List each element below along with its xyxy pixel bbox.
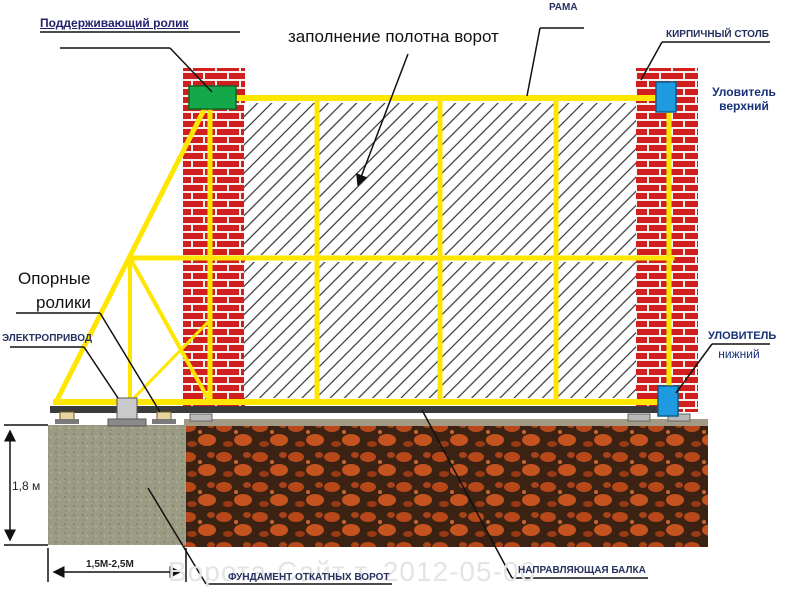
height-dimension-label: 1,8 м bbox=[12, 479, 41, 493]
pillar-rollers bbox=[189, 413, 691, 422]
support-rollers-label: Опорные ролики bbox=[18, 270, 91, 311]
left-roller bbox=[55, 411, 79, 424]
electric-drive-label: ЭЛЕКТРОПРИВОД bbox=[2, 333, 92, 344]
infill-panel bbox=[441, 103, 555, 255]
infill-panel bbox=[558, 262, 636, 398]
leader-lines bbox=[10, 27, 770, 585]
infill-panel bbox=[319, 262, 438, 398]
foundation-block bbox=[48, 425, 186, 545]
upper-catcher-label-line2: верхний bbox=[719, 99, 769, 113]
foundation-label: ФУНДАМЕНТ ОТКАТНЫХ ВОРОТ bbox=[228, 572, 390, 583]
width-dimension-label: 1,5М-2,5М bbox=[86, 559, 134, 570]
lower-catcher-label-line2: нижний bbox=[718, 347, 760, 361]
infill-panel bbox=[319, 103, 438, 255]
brick-pillar-label: КИРПИЧНЫЙ СТОЛБ bbox=[666, 29, 769, 40]
lower-catcher-icon bbox=[657, 385, 679, 417]
infill-panel bbox=[441, 262, 555, 398]
support-rollers-label-line2: ролики bbox=[36, 293, 91, 312]
infill-panel bbox=[558, 103, 636, 255]
lower-catcher-label-line1: УЛОВИТЕЛЬ bbox=[708, 330, 777, 342]
upper-catcher-label-line1: Уловитель bbox=[712, 85, 776, 99]
gate-infill-panels bbox=[244, 103, 636, 398]
infill-label: заполнение полотна ворот bbox=[288, 27, 499, 46]
dimension-lines bbox=[4, 424, 187, 582]
guide-beam bbox=[50, 406, 678, 413]
frame-label: РАМА bbox=[549, 2, 578, 13]
guide-beam-label: НАПРАВЛЯЮЩАЯ БАЛКА bbox=[518, 565, 646, 576]
ground-gravel-strip bbox=[184, 419, 708, 426]
support-roller-right bbox=[152, 411, 176, 424]
support-roller-label: Поддерживающий ролик bbox=[40, 16, 189, 30]
infill-panel bbox=[244, 262, 316, 398]
electric-drive-icon bbox=[107, 397, 147, 427]
gate-frame bbox=[52, 94, 675, 406]
support-roller-block-icon bbox=[188, 85, 237, 110]
watermark: Ворота-Сайт т. 2012-05-06 bbox=[168, 556, 537, 587]
support-rollers-label-line1: Опорные bbox=[18, 269, 91, 288]
lower-catcher-label: УЛОВИТЕЛЬ нижний bbox=[708, 330, 777, 361]
infill-panel bbox=[244, 103, 316, 255]
upper-catcher-icon bbox=[655, 81, 677, 113]
ground-fill bbox=[184, 421, 708, 547]
upper-catcher-label: Уловитель верхний bbox=[708, 86, 780, 112]
left-brick-pillar bbox=[183, 68, 245, 412]
